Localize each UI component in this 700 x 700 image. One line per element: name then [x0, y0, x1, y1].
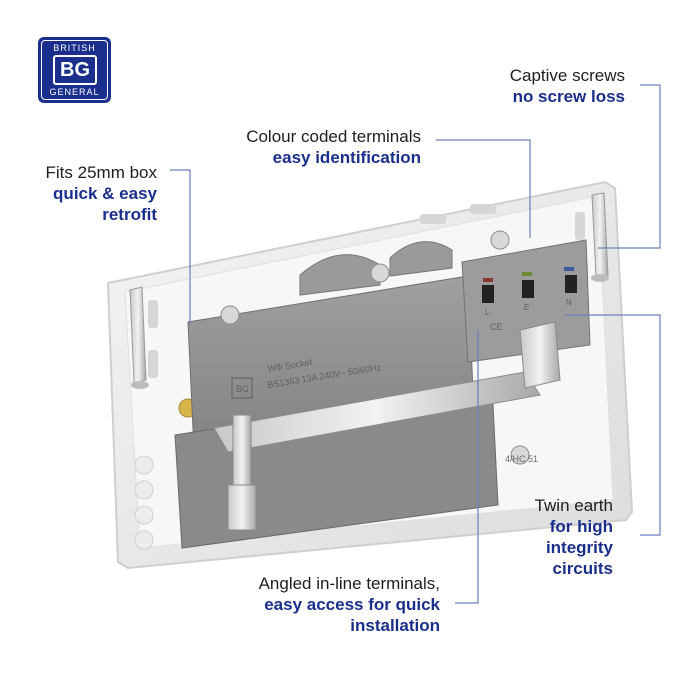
leader-fits-box [170, 169, 191, 325]
body-screws [220, 230, 530, 465]
twin-earth-sub1: for high [549, 517, 613, 536]
british-general-logo: BRITISH BG GENERAL [38, 37, 111, 103]
knockout-holes [134, 455, 154, 550]
product-code: 4/HC 51 [505, 454, 538, 464]
left-captive-screw [129, 286, 149, 389]
plate-slots [148, 204, 588, 378]
front-terminal-screw [227, 414, 257, 531]
angled-title: Angled in-line terminals, [258, 574, 440, 593]
twin-earth-title: Twin earth [534, 496, 613, 515]
earth-strap [213, 321, 561, 453]
logo-bottom-text: GENERAL [49, 87, 100, 97]
colour-coded-title: Colour coded terminals [246, 127, 421, 146]
captive-screws-title: Captive screws [509, 66, 625, 85]
terminal-block [461, 239, 591, 363]
live-terminal [482, 285, 494, 303]
terminal-letter-l: L [485, 308, 490, 317]
logo-top-text: BRITISH [53, 43, 96, 53]
leader-captive-screws [598, 84, 661, 249]
colour-coded-sub: easy identification [272, 148, 421, 167]
callout-colour-coded: Colour coded terminals easy identificati… [246, 126, 421, 168]
logo-border [41, 40, 108, 100]
angled-sub2: installation [350, 616, 440, 635]
twin-earth-sub3: circuits [552, 559, 613, 578]
callout-captive-screws: Captive screws no screw loss [510, 65, 625, 107]
terminal-letter-n: N [566, 298, 572, 307]
leader-colour-coded [436, 139, 531, 238]
leader-lines [170, 84, 661, 604]
leader-twin-earth [565, 314, 661, 536]
logo-mark: BG [53, 55, 97, 85]
bg-mark: BG [236, 384, 249, 394]
earth-terminal [522, 280, 534, 298]
fits-box-sub2: retrofit [102, 205, 157, 224]
ce-mark: CE [490, 322, 503, 332]
twin-earth-sub2: integrity [545, 538, 613, 557]
callout-angled-terminals: Angled in-line terminals, easy access fo… [259, 573, 440, 636]
captive-screws-sub: no screw loss [512, 87, 625, 106]
fits-box-title: Fits 25mm box [45, 163, 157, 182]
callout-twin-earth: Twin earth for high integrity circuits [535, 495, 613, 579]
fits-box-sub1: quick & easy [53, 184, 157, 203]
callout-fits-box: Fits 25mm box quick & easy retrofit [46, 162, 157, 225]
terminal-letter-e: E [524, 303, 529, 312]
angled-sub1: easy access for quick [264, 595, 440, 614]
right-captive-screw [591, 192, 609, 282]
leader-angled-terminals [455, 330, 479, 604]
neutral-terminal [565, 275, 577, 293]
